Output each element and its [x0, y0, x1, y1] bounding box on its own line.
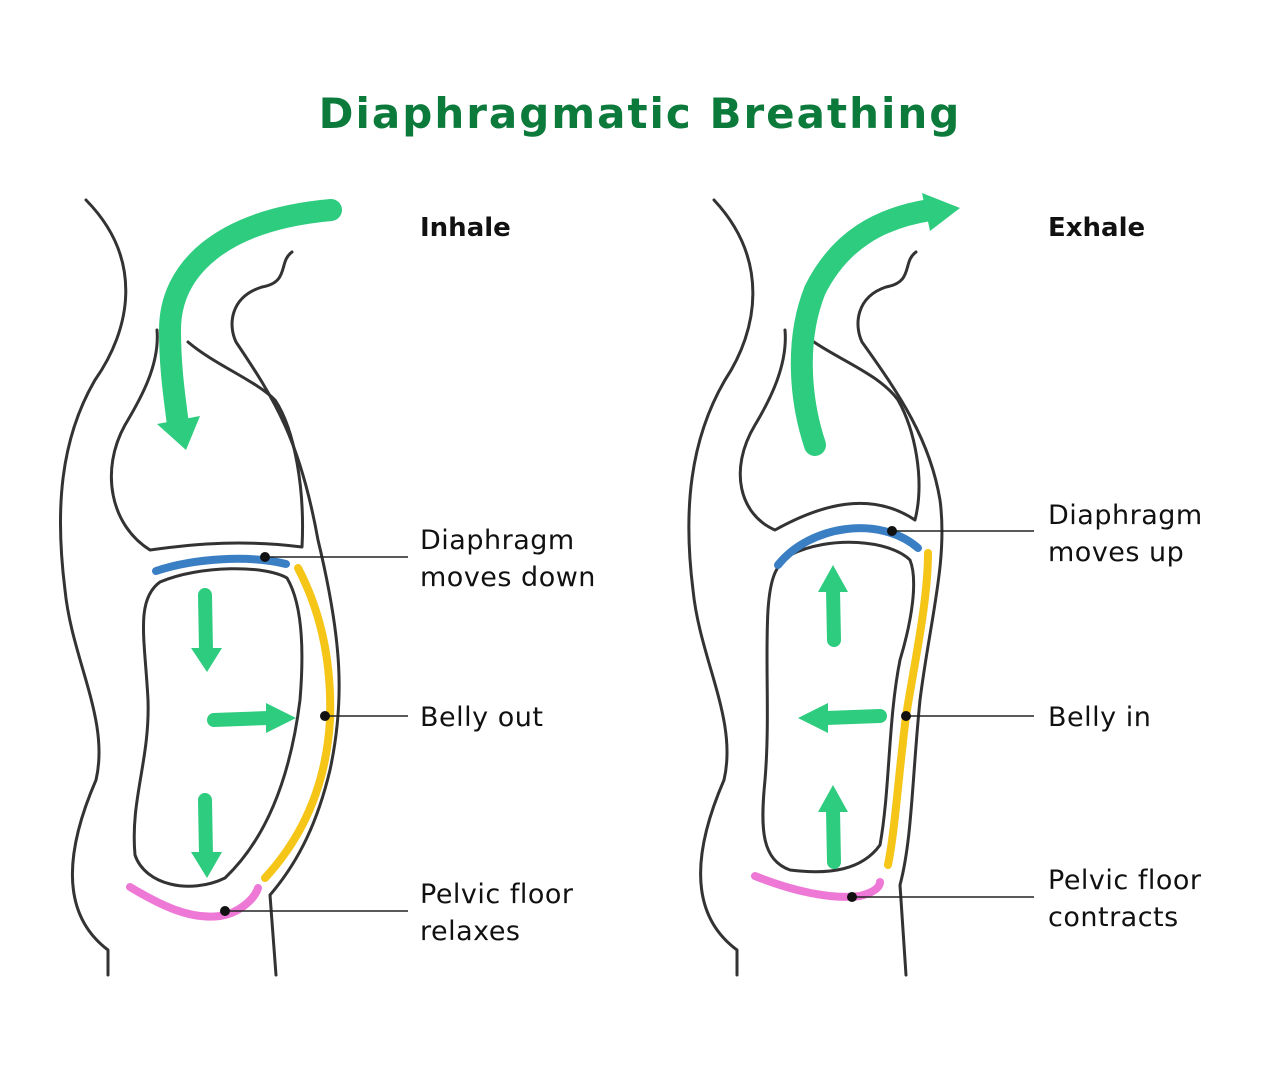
exhale-phase-label: Exhale [1048, 213, 1145, 243]
exhale-belly-label-line1: Belly in [1048, 702, 1151, 733]
exhale-pelvic-label: Pelvic floor contracts [1048, 865, 1211, 933]
exhale-diaphragm-label-line1: Diaphragm [1048, 500, 1203, 531]
inhale-pelvic-label-line2: relaxes [420, 916, 521, 947]
inhale-down-arrow-lower [191, 793, 222, 878]
inhale-phase-label: Inhale [420, 213, 511, 243]
inhale-down-arrow-upper [191, 588, 222, 672]
exhale-pelvic-label-line2: contracts [1048, 902, 1179, 933]
exhale-up-arrow-upper [818, 565, 848, 647]
diagram-title: Diaphragmatic Breathing [319, 89, 962, 138]
exhale-pelvic-leader [847, 892, 1034, 902]
inhale-out-arrow [207, 703, 296, 733]
exhale-in-arrow [798, 703, 887, 733]
inhale-pelvic-label: Pelvic floor relaxes [420, 879, 583, 947]
exhale-belly-label: Belly in [1048, 702, 1151, 733]
exhale-air-arrow [790, 193, 960, 456]
exhale-pelvic-label-line1: Pelvic floor [1048, 865, 1202, 896]
inhale-panel: Inhale [58, 198, 596, 977]
exhale-torso-outline [687, 198, 944, 977]
inhale-belly-band [261, 564, 335, 882]
exhale-diaphragm-leader [887, 526, 1034, 536]
inhale-diaphragm-band [152, 554, 290, 575]
exhale-diaphragm-label-line2: moves up [1048, 537, 1184, 568]
inhale-diaphragm-leader [260, 552, 408, 562]
inhale-belly-label-line1: Belly out [420, 702, 543, 733]
inhale-belly-label: Belly out [420, 702, 543, 733]
exhale-up-arrow-lower [818, 785, 848, 869]
exhale-panel: Exhale [687, 193, 1212, 977]
inhale-air-arrow [157, 199, 342, 450]
exhale-pelvic-band [751, 872, 884, 901]
inhale-diaphragm-label: Diaphragm moves down [420, 525, 596, 593]
inhale-pelvic-leader [220, 906, 408, 916]
exhale-diaphragm-band [774, 524, 922, 569]
inhale-pelvic-label-line1: Pelvic floor [420, 879, 574, 910]
inhale-pelvic-band [126, 883, 262, 921]
exhale-belly-leader [901, 711, 1034, 721]
inhale-torso-outline [58, 198, 341, 977]
inhale-diaphragm-label-line2: moves down [420, 562, 596, 593]
inhale-diaphragm-label-line1: Diaphragm [420, 525, 575, 556]
inhale-belly-leader [320, 711, 408, 721]
exhale-diaphragm-label: Diaphragm moves up [1048, 500, 1212, 568]
